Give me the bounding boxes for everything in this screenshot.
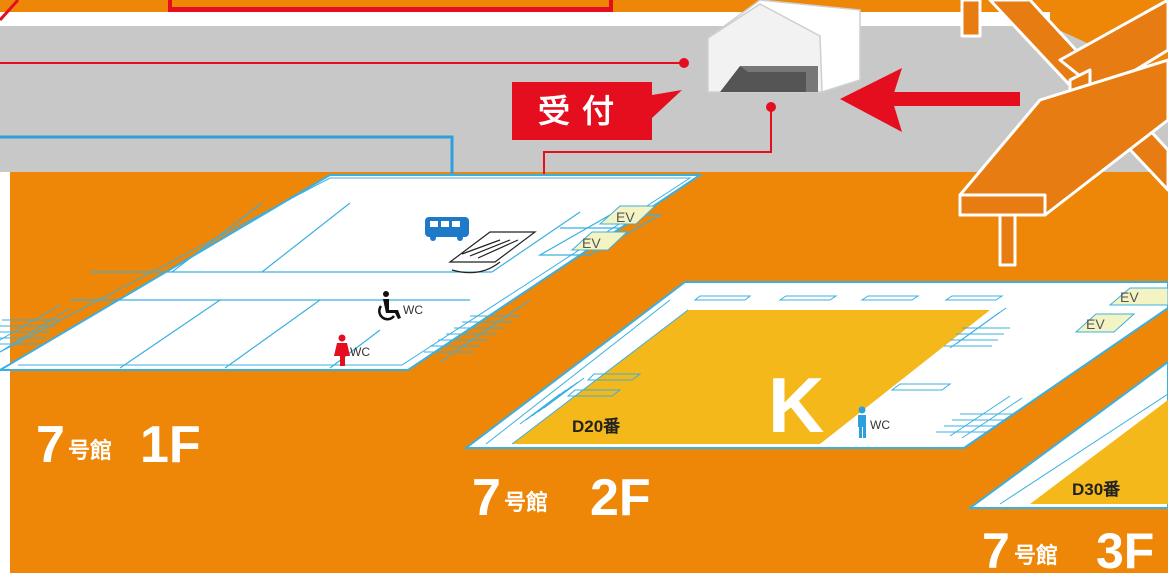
top-sign-stub-inner — [172, 0, 609, 7]
ev-box-3 — [1108, 287, 1168, 306]
floor-name-2f: 2F — [590, 469, 651, 527]
floor-1f: EV EV WC WC — [0, 174, 704, 371]
ev-box-2 — [570, 231, 629, 251]
ev-box-4 — [1074, 313, 1136, 333]
building-number-2f: 7 — [472, 469, 501, 527]
wheelchair-icon — [378, 291, 401, 321]
building-number-1f: 7 — [36, 416, 65, 474]
wc-label-2f: WC — [870, 418, 890, 432]
left-white-edge — [0, 170, 10, 573]
ev-label-4: EV — [1086, 316, 1105, 332]
floor-label-2f: 7 号館 2F — [472, 469, 651, 527]
ev-label-3: EV — [1120, 289, 1139, 305]
floor-label-3f: 7 号館 3F — [982, 523, 1154, 573]
zone-k-label: K — [768, 361, 824, 449]
area-d30: D30番 — [1072, 480, 1121, 499]
restroom-female-icon — [334, 334, 350, 366]
reception-sign-bg — [512, 82, 682, 140]
escalator — [448, 231, 537, 274]
ev-box-1 — [598, 205, 657, 225]
wc-label-female: WC — [350, 345, 370, 359]
reception-label: 受付 — [538, 93, 626, 129]
top-white-band — [0, 12, 1050, 26]
bus-icon — [425, 217, 469, 241]
floor-label-1f: 7 号館 1F — [36, 416, 201, 474]
building-suffix-3f: 号館 — [1014, 543, 1058, 568]
route-red-dot — [679, 58, 689, 68]
route-red — [0, 62, 772, 180]
top-diagonal — [0, 0, 20, 22]
wc-label-accessible: WC — [403, 303, 423, 317]
arrow-left-icon — [840, 68, 1020, 132]
floor-name-1f: 1F — [140, 416, 201, 474]
building-suffix-2f: 号館 — [504, 490, 548, 515]
building-suffix-1f: 号館 — [68, 438, 112, 463]
floor-3f: D30番 — [966, 360, 1168, 509]
pedestrian-bridge — [958, 0, 1168, 267]
route-red-dot-2 — [766, 102, 776, 112]
floor-name-3f: 3F — [1096, 523, 1154, 573]
building-entrance-icon — [707, 0, 861, 93]
ev-label-2: EV — [582, 235, 601, 251]
restroom-male-icon — [858, 406, 866, 438]
floor-2f: EV EV K D20番 WC — [463, 281, 1168, 449]
ev-label-1: EV — [616, 209, 635, 225]
building-number-3f: 7 — [982, 523, 1010, 573]
area-d20: D20番 — [572, 417, 621, 436]
